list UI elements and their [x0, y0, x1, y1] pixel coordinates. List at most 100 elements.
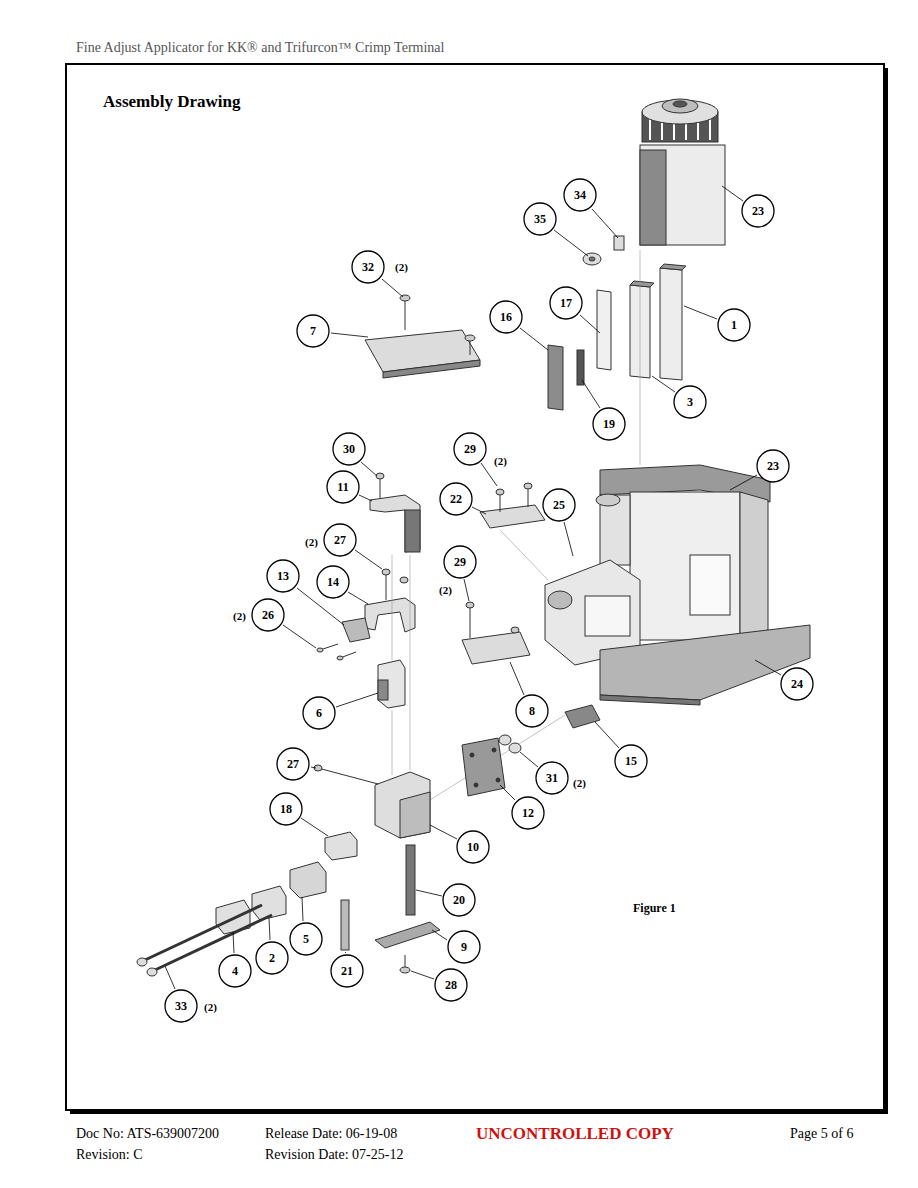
- callout-text: 33: [164, 989, 198, 1023]
- callout-outline: [443, 884, 475, 916]
- callout-number: 2: [255, 941, 289, 975]
- callout-outline: [593, 408, 625, 440]
- callout-text: 32: [351, 250, 385, 284]
- callout-outline: [454, 433, 486, 465]
- callout-text: 7: [296, 314, 330, 348]
- callout-outline: [536, 762, 568, 794]
- callout-outline: [165, 990, 197, 1022]
- callout-outline: [781, 668, 813, 700]
- callout-text: 12: [511, 796, 545, 830]
- callout-text: 6: [302, 696, 336, 730]
- callout-number: 16: [489, 300, 523, 334]
- callout-text: 27: [323, 523, 357, 557]
- callout-outline: [290, 923, 322, 955]
- callout-number: 18: [269, 792, 303, 826]
- callout-number: 25: [542, 488, 576, 522]
- callout-number: 15: [614, 744, 648, 778]
- callout-text: 22: [439, 482, 473, 516]
- callout-number: 26: [251, 598, 285, 632]
- callout-text: 18: [269, 792, 303, 826]
- callout-number: 10: [456, 830, 490, 864]
- callout-outline: [327, 471, 359, 503]
- callout-text: 20: [442, 883, 476, 917]
- callout-outline: [757, 450, 789, 482]
- callout-number: 11: [326, 470, 360, 504]
- callout-number: 8: [515, 694, 549, 728]
- callout-text: 23: [756, 449, 790, 483]
- callout-text: 5: [289, 922, 323, 956]
- quantity-note: (2): [395, 261, 408, 273]
- callout-outline: [615, 745, 647, 777]
- callout-text: 23: [741, 194, 775, 228]
- callout-text: 15: [614, 744, 648, 778]
- callout-outline: [490, 301, 522, 333]
- callout-number: 9: [447, 930, 481, 964]
- callout-outline: [277, 748, 309, 780]
- callout-outline: [448, 931, 480, 963]
- callout-number: 32: [351, 250, 385, 284]
- callout-number: 27: [276, 747, 310, 781]
- callout-outline: [331, 955, 363, 987]
- parts: [137, 99, 810, 976]
- callout-text: 14: [316, 565, 350, 599]
- callout-text: 29: [453, 432, 487, 466]
- callout-outline: [742, 195, 774, 227]
- callout-number: 23: [756, 449, 790, 483]
- callout-text: 2: [255, 941, 289, 975]
- callout-outline: [440, 483, 472, 515]
- callout-number: 17: [549, 286, 583, 320]
- callout-number: 35: [523, 202, 557, 236]
- callout-outline: [674, 386, 706, 418]
- drawing-title: Assembly Drawing: [103, 92, 240, 112]
- callout-outline: [352, 251, 384, 283]
- callout-text: 21: [330, 954, 364, 988]
- callout-text: 17: [549, 286, 583, 320]
- callout-number: 31: [535, 761, 569, 795]
- quantity-note: (2): [305, 536, 318, 548]
- callout-text: 35: [523, 202, 557, 236]
- copy-status: UNCONTROLLED COPY: [476, 1124, 674, 1144]
- revision: Revision: C: [76, 1147, 143, 1163]
- callout-number: 5: [289, 922, 323, 956]
- callout-outline: [317, 566, 349, 598]
- callout-outline: [252, 599, 284, 631]
- frame: [66, 64, 884, 1110]
- callout-outline: [564, 179, 596, 211]
- quantity-note: (2): [233, 610, 246, 622]
- callout-number: 33: [164, 989, 198, 1023]
- callout-text: 19: [592, 407, 626, 441]
- callout-number: 12: [511, 796, 545, 830]
- quantity-note: (2): [573, 777, 586, 789]
- callout-outline: [543, 489, 575, 521]
- callout-number: 22: [439, 482, 473, 516]
- callout-number: 34: [563, 178, 597, 212]
- callout-outline: [297, 315, 329, 347]
- callout-text: 25: [542, 488, 576, 522]
- doc-number: Doc No: ATS-639007200: [76, 1126, 219, 1142]
- revision-date: Revision Date: 07-25-12: [265, 1147, 403, 1163]
- callout-outline: [512, 797, 544, 829]
- callout-outline: [444, 546, 476, 578]
- callout-number: 24: [780, 667, 814, 701]
- callout-number: 1: [717, 308, 751, 342]
- callout-outline: [457, 831, 489, 863]
- quantity-note: (2): [439, 584, 452, 596]
- callout-outline: [524, 203, 556, 235]
- callout-number: 4: [218, 954, 252, 988]
- callout-outline: [267, 560, 299, 592]
- callout-text: 31: [535, 761, 569, 795]
- callout-text: 10: [456, 830, 490, 864]
- callout-outline: [516, 695, 548, 727]
- callout-text: 24: [780, 667, 814, 701]
- callout-text: 13: [266, 559, 300, 593]
- quantity-note: (2): [204, 1001, 217, 1013]
- callout-number: 30: [332, 432, 366, 466]
- callout-outline: [333, 433, 365, 465]
- callout-number: 21: [330, 954, 364, 988]
- callout-outline: [550, 287, 582, 319]
- quantity-note: (2): [494, 455, 507, 467]
- callout-number: 28: [434, 968, 468, 1002]
- callout-number: 29: [453, 432, 487, 466]
- page-number: Page 5 of 6: [790, 1126, 853, 1142]
